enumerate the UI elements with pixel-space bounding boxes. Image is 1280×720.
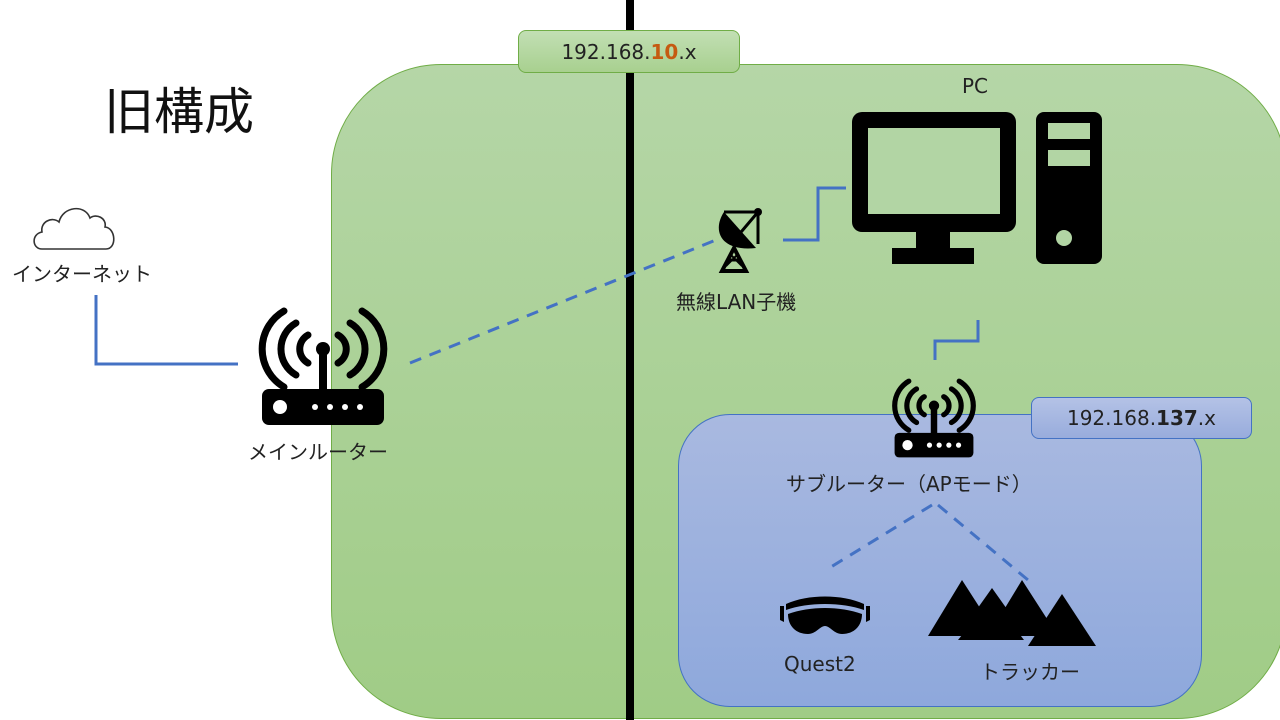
link-internet-router [94,295,238,366]
satellite-dish-icon [718,208,762,273]
link-pc-subrouter [933,320,980,360]
subnet-label-outer: 192.168.10.x [518,30,740,73]
vr-headset-icon [780,596,870,634]
main-router-label: メインルーター [248,440,388,464]
quest2-label: Quest2 [784,652,856,676]
divider-line [626,0,634,720]
link-subrouter-tracker [937,503,1029,582]
subnet-highlight: 10 [650,39,679,64]
wifi-router-icon [258,307,388,425]
subnet-suffix: .x [678,39,697,64]
subnet-label-inner: 192.168.137.x [1031,397,1252,439]
page-title: 旧構成 [104,83,254,141]
cloud-icon [33,207,115,250]
tracker-icon [928,580,1096,646]
sub-router-label: サブルーター（APモード） [786,472,1032,496]
subnet-suffix: .x [1197,406,1216,430]
desktop-pc-icon [852,112,1102,264]
subnet-highlight: 137 [1156,406,1198,430]
wifi-router-icon [892,378,976,458]
subnet-prefix: 192.168. [561,39,651,64]
link-router-adapter [409,238,717,365]
link-adapter-pc [783,186,846,242]
trackers-label: トラッカー [980,660,1080,684]
network-zone-192-168-137 [678,414,1202,707]
internet-label: インターネット [12,262,152,286]
link-subrouter-quest [825,503,933,572]
pc-label: PC [962,74,989,98]
subnet-prefix: 192.168. [1066,406,1157,430]
wireless-adapter-label: 無線LAN子機 [676,290,797,314]
